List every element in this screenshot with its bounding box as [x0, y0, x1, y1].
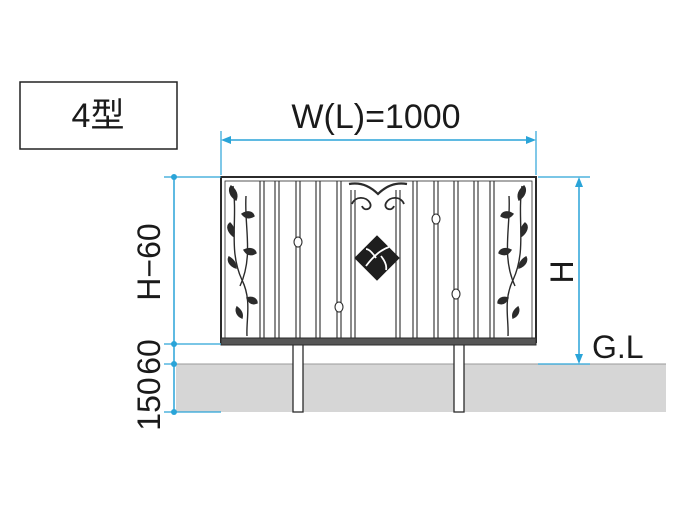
- dimension-lines: [164, 131, 590, 415]
- width-label: W(L)=1000: [291, 98, 460, 136]
- left-vine: [227, 185, 258, 337]
- fence-panel: [220, 176, 537, 346]
- left-label-middle: 60: [131, 339, 167, 375]
- fence-bars: [259, 181, 495, 338]
- ground-area: [176, 364, 666, 412]
- height-label: H: [544, 260, 580, 283]
- diamond-emblem: [354, 235, 400, 281]
- ground-label: G.L: [592, 329, 644, 365]
- right-vine: [497, 185, 528, 337]
- fence-bottom-rail: [220, 337, 537, 346]
- fence-post-right: [453, 343, 465, 413]
- bud-ornaments: [293, 213, 461, 313]
- top-scroll-ornament: [348, 182, 408, 196]
- left-label-lower: 150: [131, 377, 167, 430]
- type-label-box: [19, 81, 178, 150]
- type-label: 4型: [72, 97, 125, 135]
- fence-post-left: [292, 343, 304, 413]
- left-label-upper: H−60: [131, 223, 167, 300]
